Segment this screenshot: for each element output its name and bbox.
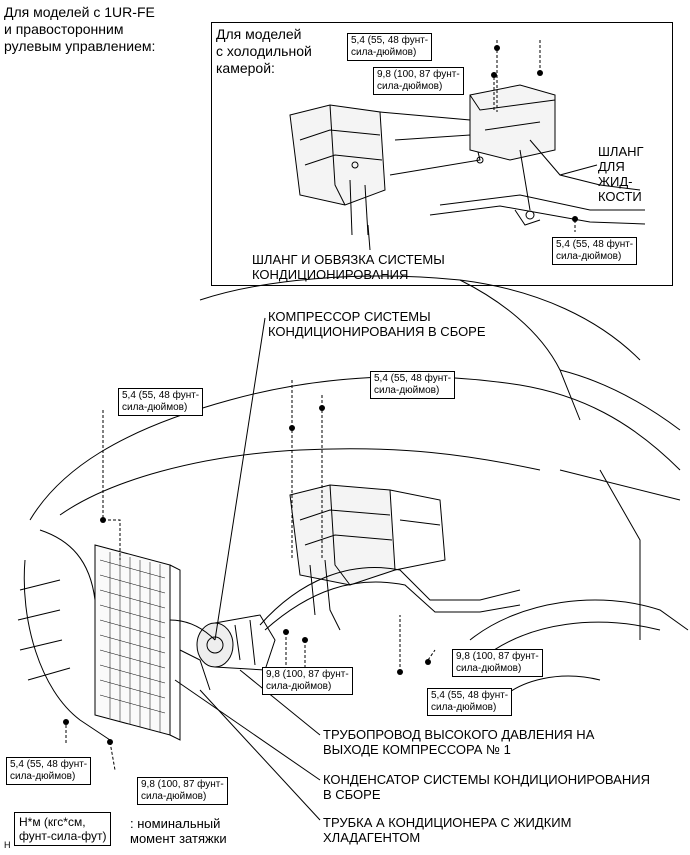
torque-line: сила-дюймов): [10, 771, 76, 782]
legend-line: Н*м (кгс*см,: [19, 815, 86, 829]
inset-liquid-hose-label: ШЛАНГ ДЛЯ ЖИД- КОСТИ: [598, 144, 644, 204]
torque-right-2: 5,4 (55, 48 фунт- сила-дюймов): [427, 688, 513, 716]
refrigerant-pipes: [169, 559, 521, 691]
corner-mark: H: [4, 840, 11, 850]
torque-top-mid: 5,4 (55, 48 фунт- сила-дюймов): [370, 371, 456, 399]
discharge-pipe-label: ТРУБОПРОВОД ВЫСОКОГО ДАВЛЕНИЯ НА ВЫХОДЕ …: [323, 727, 594, 757]
torque-line: 5,4 (55, 48 фунт-: [374, 373, 452, 384]
label-line: ДЛЯ: [598, 159, 625, 174]
torque-line: сила-дюймов): [377, 81, 443, 92]
torque-line: 5,4 (55, 48 фунт-: [351, 35, 429, 46]
torque-line: 5,4 (55, 48 фунт-: [10, 759, 88, 770]
model-note: Для моделей с 1UR-FE и правосторонним ру…: [4, 4, 155, 55]
condenser-label: КОНДЕНСАТОР СИСТЕМЫ КОНДИЦИОНИРОВАНИЯ В …: [323, 772, 650, 802]
inset-torque-2: 9,8 (100, 87 фунт- сила-дюймов): [373, 67, 464, 95]
torque-line: сила-дюймов): [351, 47, 417, 58]
model-note-line-1: Для моделей с 1UR-FE: [4, 4, 155, 20]
inset-title-line-3: камерой:: [216, 60, 275, 76]
label-line: ТРУБКА А КОНДИЦИОНЕРА С ЖИДКИМ: [323, 815, 572, 830]
label-line: ШЛАНГ И ОБВЯЗКА СИСТЕМЫ: [252, 252, 445, 267]
label-line: КОНДИЦИОНИРОВАНИЯ В СБОРЕ: [268, 324, 486, 339]
legend-line: : номинальный: [130, 816, 221, 831]
torque-mid-center: 9,8 (100, 87 фунт- сила-дюймов): [262, 667, 353, 695]
torque-line: сила-дюймов): [431, 702, 497, 713]
torque-line: сила-дюймов): [266, 681, 332, 692]
label-line: ВЫХОДЕ КОМПРЕССОРА № 1: [323, 742, 511, 757]
label-line: ХЛАДАГЕНТОМ: [323, 830, 421, 845]
liquid-tube-label: ТРУБКА А КОНДИЦИОНЕРА С ЖИДКИМ ХЛАДАГЕНТ…: [323, 815, 571, 845]
inset-hvac-unit: [289, 84, 646, 236]
inset-torque-1: 5,4 (55, 48 фунт- сила-дюймов): [347, 33, 433, 61]
main-hvac-unit: [289, 484, 446, 586]
car-body-outline: [17, 275, 689, 741]
torque-line: 5,4 (55, 48 фунт-: [556, 239, 634, 250]
label-line: ТРУБОПРОВОД ВЫСОКОГО ДАВЛЕНИЯ НА: [323, 727, 595, 742]
compressor-label: КОМПРЕССОР СИСТЕМЫ КОНДИЦИОНИРОВАНИЯ В С…: [268, 309, 486, 339]
label-line: ЖИД-: [598, 174, 633, 189]
torque-line: сила-дюймов): [556, 251, 622, 262]
torque-bottom-left: 5,4 (55, 48 фунт- сила-дюймов): [6, 757, 92, 785]
label-line: КОСТИ: [598, 189, 642, 204]
legend-line: момент затяжки: [130, 831, 227, 846]
model-note-line-3: рулевым управлением:: [4, 38, 156, 54]
model-note-line-2: и правосторонним: [4, 21, 124, 37]
torque-line: сила-дюймов): [141, 791, 207, 802]
inset-frame: [211, 22, 673, 286]
torque-line: 9,8 (100, 87 фунт-: [456, 651, 539, 662]
torque-line: 9,8 (100, 87 фунт-: [377, 69, 460, 80]
torque-line: 9,8 (100, 87 фунт-: [141, 779, 224, 790]
inset-torque-3: 5,4 (55, 48 фунт- сила-дюймов): [552, 237, 638, 265]
torque-line: 5,4 (55, 48 фунт-: [431, 690, 509, 701]
compressor-drawing: [196, 614, 276, 671]
torque-bottom-mid: 9,8 (100, 87 фунт- сила-дюймов): [137, 777, 228, 805]
label-line: КОНДЕНСАТОР СИСТЕМЫ КОНДИЦИОНИРОВАНИЯ: [323, 772, 650, 787]
torque-line: сила-дюймов): [374, 385, 440, 396]
torque-line: 5,4 (55, 48 фунт-: [122, 390, 200, 401]
label-line: ШЛАНГ: [598, 144, 644, 159]
label-line: В СБОРЕ: [323, 787, 381, 802]
torque-top-left: 5,4 (55, 48 фунт- сила-дюймов): [118, 388, 204, 416]
torque-right-1: 9,8 (100, 87 фунт- сила-дюймов): [452, 649, 543, 677]
label-line: КОНДИЦИОНИРОВАНИЯ: [252, 267, 409, 282]
inset-title-line-2: с холодильной: [216, 43, 312, 59]
condenser-drawing: [94, 544, 181, 741]
inset-title: Для моделей с холодильной камерой:: [216, 26, 312, 77]
inset-harness-label: ШЛАНГ И ОБВЯЗКА СИСТЕМЫ КОНДИЦИОНИРОВАНИ…: [252, 252, 445, 282]
inset-title-line-1: Для моделей: [216, 26, 302, 42]
label-line: КОМПРЕССОР СИСТЕМЫ: [268, 309, 431, 324]
torque-line: сила-дюймов): [456, 663, 522, 674]
legend-unit-box: Н*м (кгс*см, фунт-сила-фут): [14, 812, 112, 846]
torque-line: сила-дюймов): [122, 402, 188, 413]
legend-line: фунт-сила-фут): [19, 829, 107, 843]
torque-line: 9,8 (100, 87 фунт-: [266, 669, 349, 680]
legend-description: : номинальный момент затяжки: [130, 816, 227, 846]
